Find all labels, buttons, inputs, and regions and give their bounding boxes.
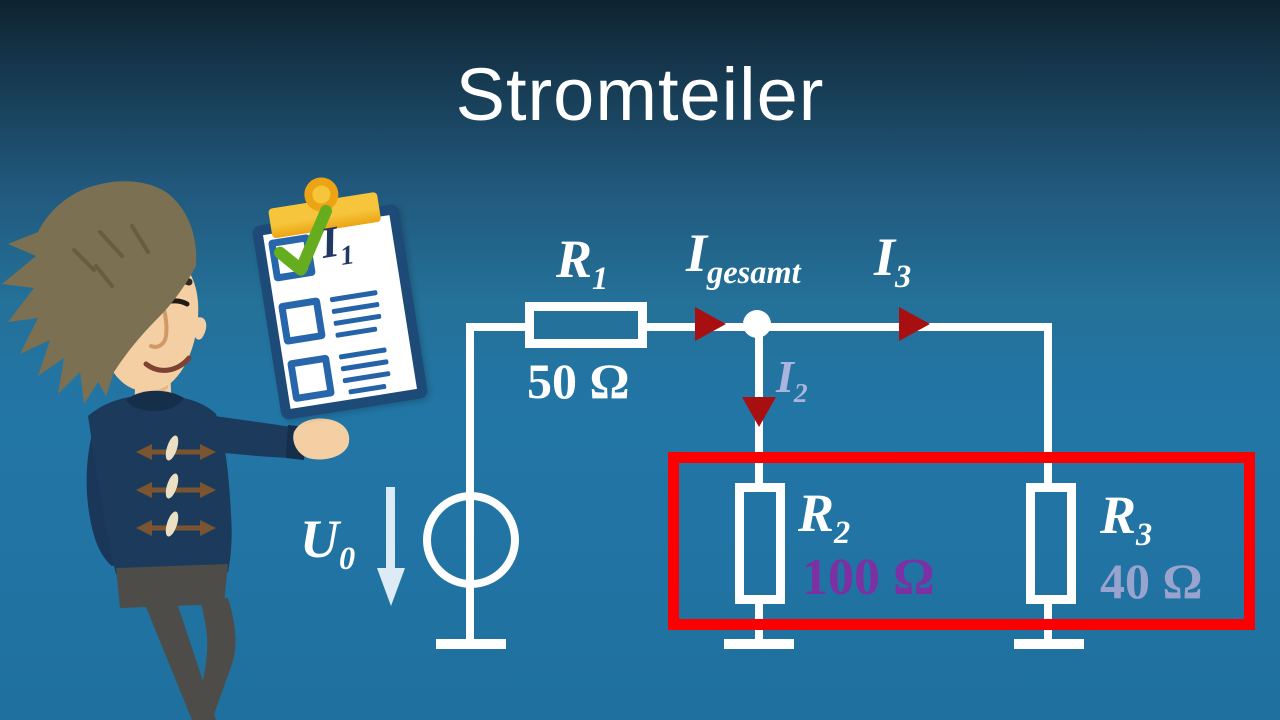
label-r3-value: 40 Ω (1100, 553, 1203, 609)
ground-terminal (436, 639, 506, 649)
character-ear (193, 317, 207, 340)
ground-terminal (1014, 639, 1084, 649)
junction-node (743, 310, 771, 338)
character-illustration (2, 181, 350, 720)
voltage-direction-arrowhead-icon (377, 568, 405, 606)
checkbox-empty (277, 297, 326, 346)
wire-source-vertical (466, 323, 474, 648)
wire-left-horizontal (466, 323, 532, 331)
voltage-source-symbol (423, 492, 519, 588)
wire-r3-top (1044, 323, 1052, 486)
wire-main-horizontal (644, 323, 1052, 331)
label-r2-value: 100 Ω (802, 549, 935, 606)
checkmark-icon (273, 204, 333, 276)
resistor-r3-symbol (1026, 483, 1076, 604)
label-source-voltage: U0 (300, 509, 356, 577)
character-hips (116, 564, 228, 608)
highlight-box (668, 452, 1255, 630)
checklist-item-label: I1 (317, 216, 357, 271)
voltage-direction-arrow-icon (386, 487, 395, 571)
label-r1: R1 (556, 229, 609, 297)
label-current-2: I2 (776, 351, 808, 409)
label-r1-value: 50 Ω (527, 353, 630, 409)
checkbox-empty (286, 354, 336, 403)
character-leg (144, 600, 216, 720)
character-leg (194, 598, 236, 720)
character-right-arm (210, 416, 302, 458)
current-arrow-right-icon (899, 307, 930, 341)
ground-terminal (724, 639, 794, 649)
page-title: Stromteiler (455, 53, 825, 136)
current-arrow-down-icon (742, 397, 776, 427)
label-r3: R3 (1100, 485, 1153, 553)
label-current-total: Igesamt (686, 223, 801, 291)
label-r2: R2 (798, 483, 851, 551)
clipboard: I1 (251, 175, 429, 421)
label-current-3: I3 (874, 227, 912, 295)
coat-toggle-buttons (136, 444, 216, 536)
resistor-r1-symbol (525, 302, 647, 348)
character-hair (2, 181, 197, 404)
mouth (143, 355, 192, 373)
resistor-r2-symbol (735, 483, 785, 604)
coat-collar (126, 390, 184, 412)
character-hand (293, 418, 350, 460)
current-arrow-right-icon (695, 307, 726, 341)
